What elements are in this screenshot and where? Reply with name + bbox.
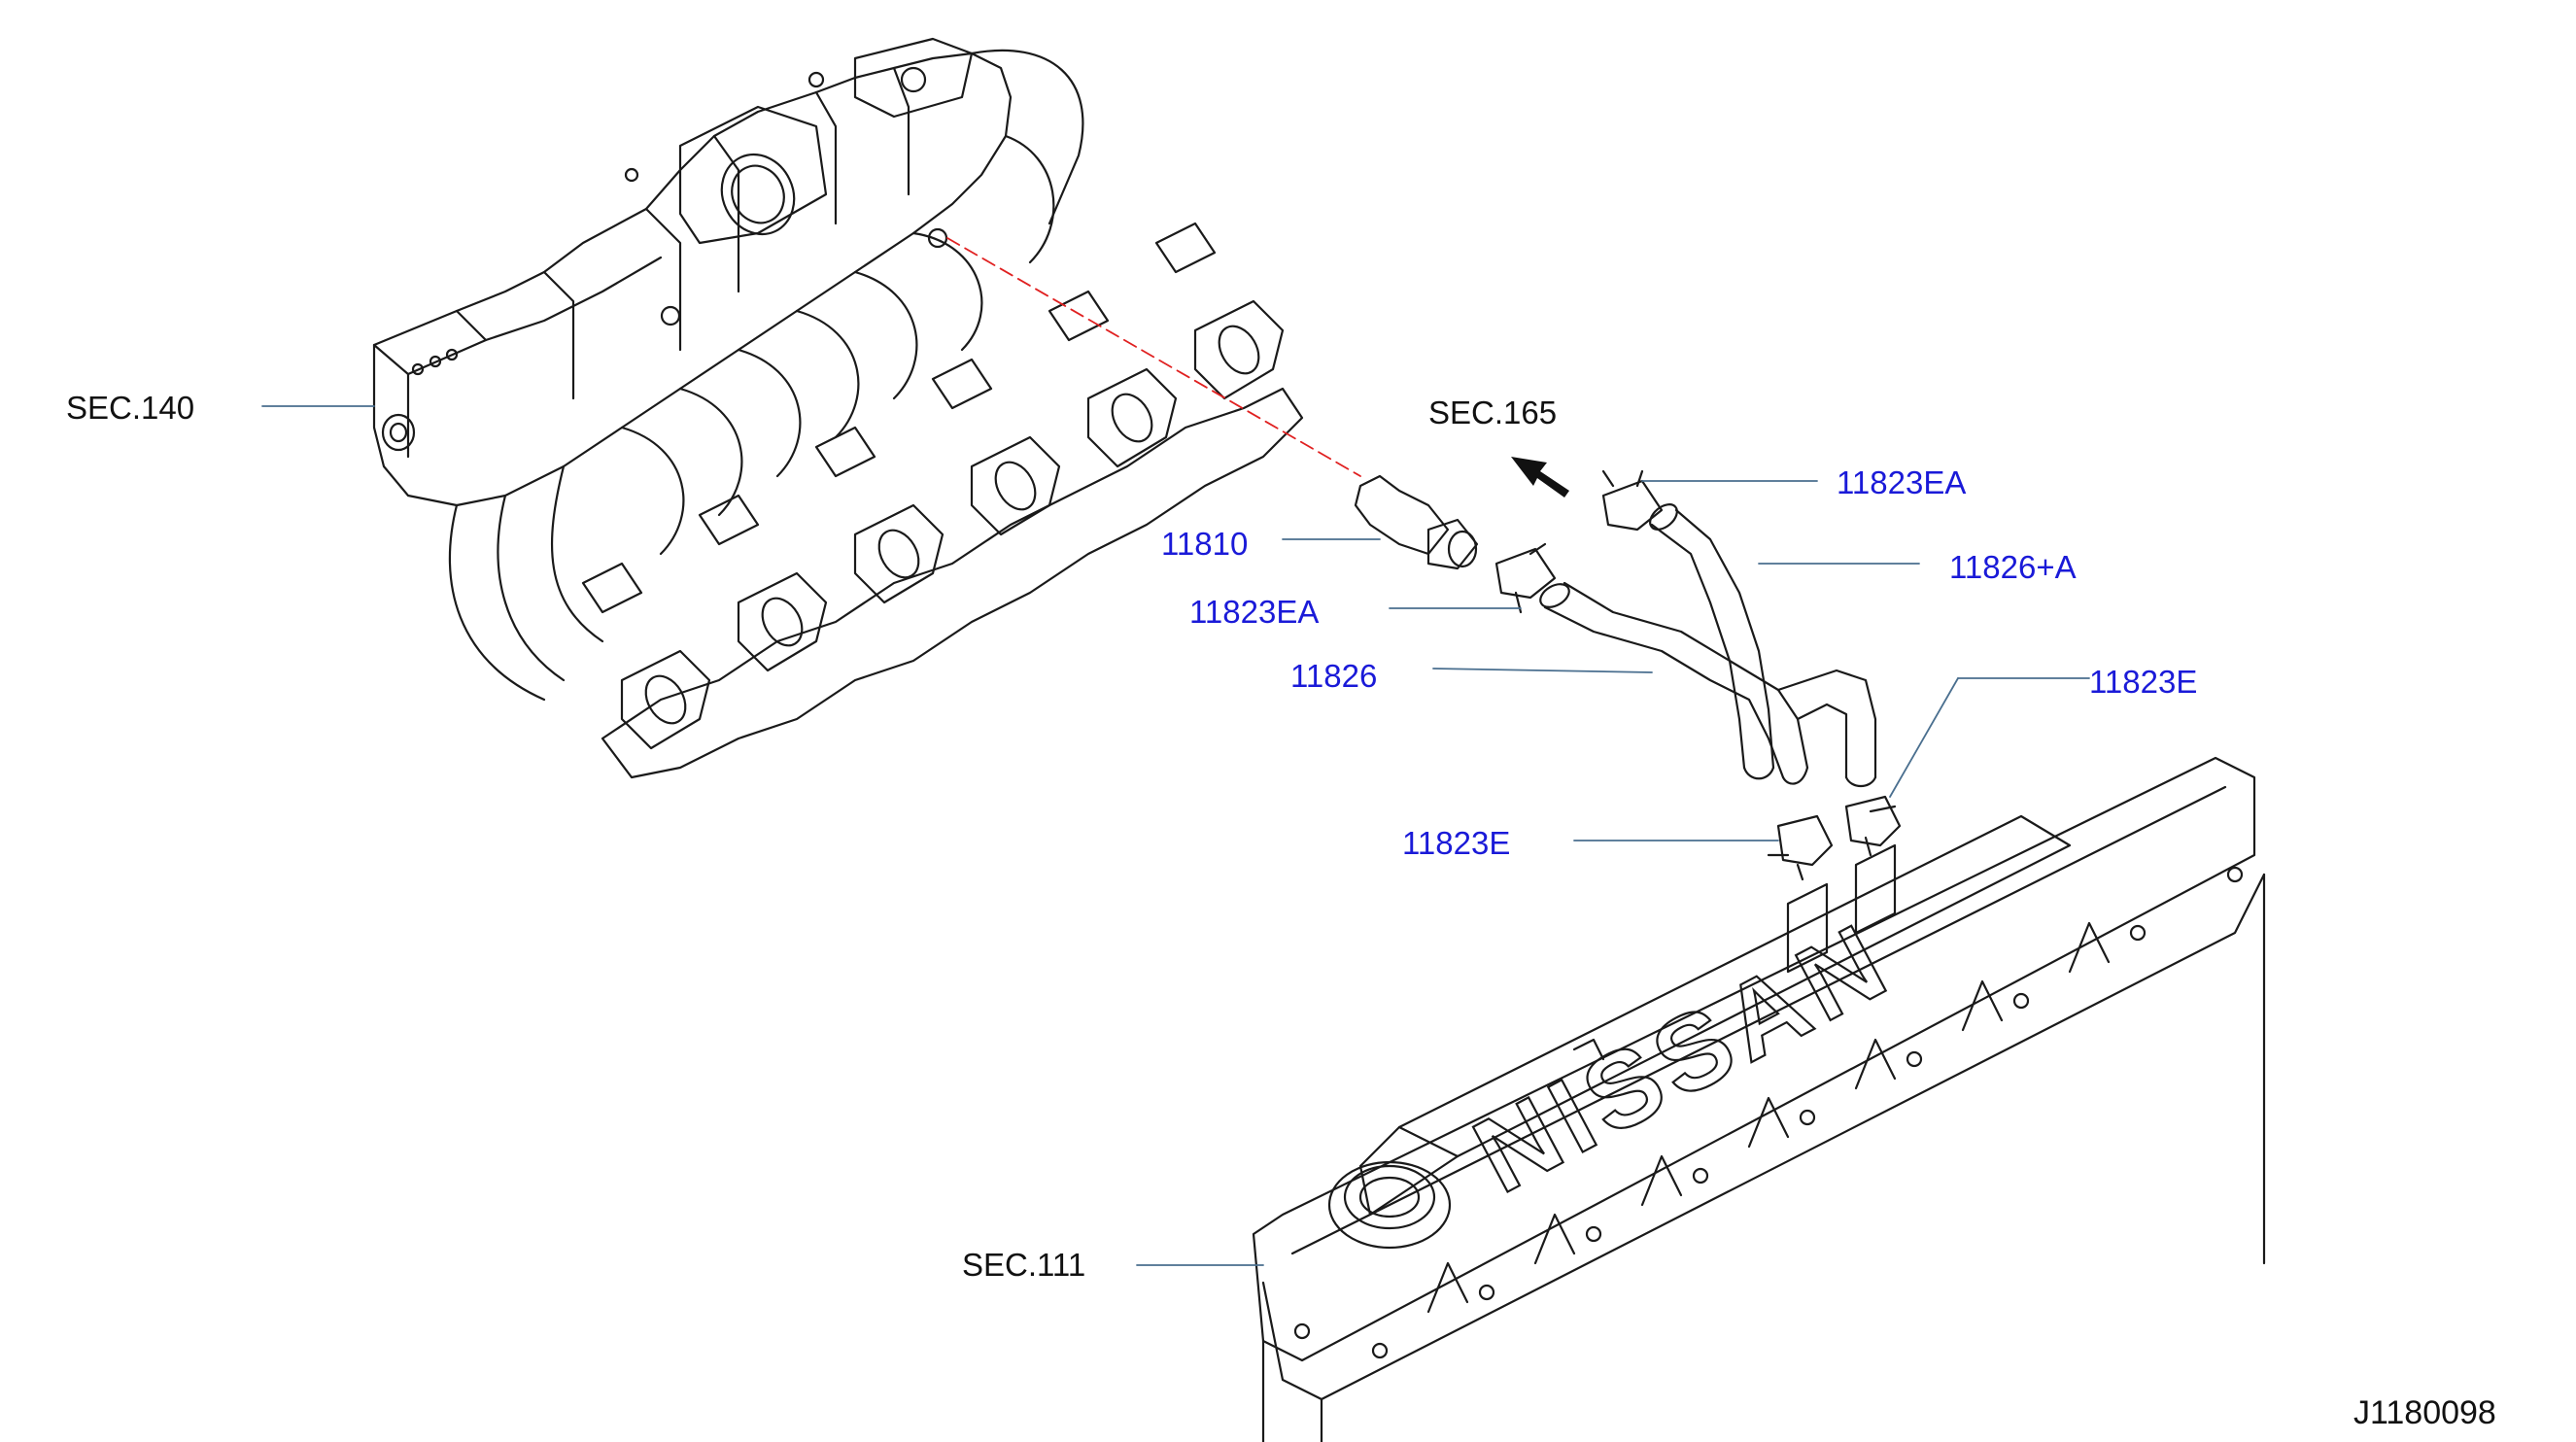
part-11823e-right-label[interactable]: 11823E [2089,664,2198,700]
intake-manifold [372,37,1304,779]
leader-lines [261,405,2090,1266]
part-11810-label[interactable]: 11810 [1161,526,1249,562]
diagram-id: J1180098 [2353,1394,2496,1431]
part-11826-label[interactable]: 11826 [1290,658,1378,694]
clamps [1494,469,1902,881]
part-11823e-left-label[interactable]: 11823E [1402,825,1511,861]
valve-cover [1252,756,2266,1442]
pcv-valve-11810 [1354,474,1479,570]
part-11826a-label[interactable]: 11826+A [1949,549,2077,585]
direction-arrow-icon [1511,457,1569,498]
part-11823ea-left-label[interactable]: 11823EA [1189,594,1320,630]
sec-165-label[interactable]: SEC.165 [1428,395,1558,430]
sec-111-label[interactable]: SEC.111 [962,1247,1086,1283]
nissan-emboss: NISSAN [1457,899,1910,1216]
sec-140-label[interactable]: SEC.140 [66,390,195,426]
part-11823ea-top-label[interactable]: 11823EA [1837,464,1967,500]
hoses [1539,503,1877,788]
dashed-centerline [946,237,1361,477]
